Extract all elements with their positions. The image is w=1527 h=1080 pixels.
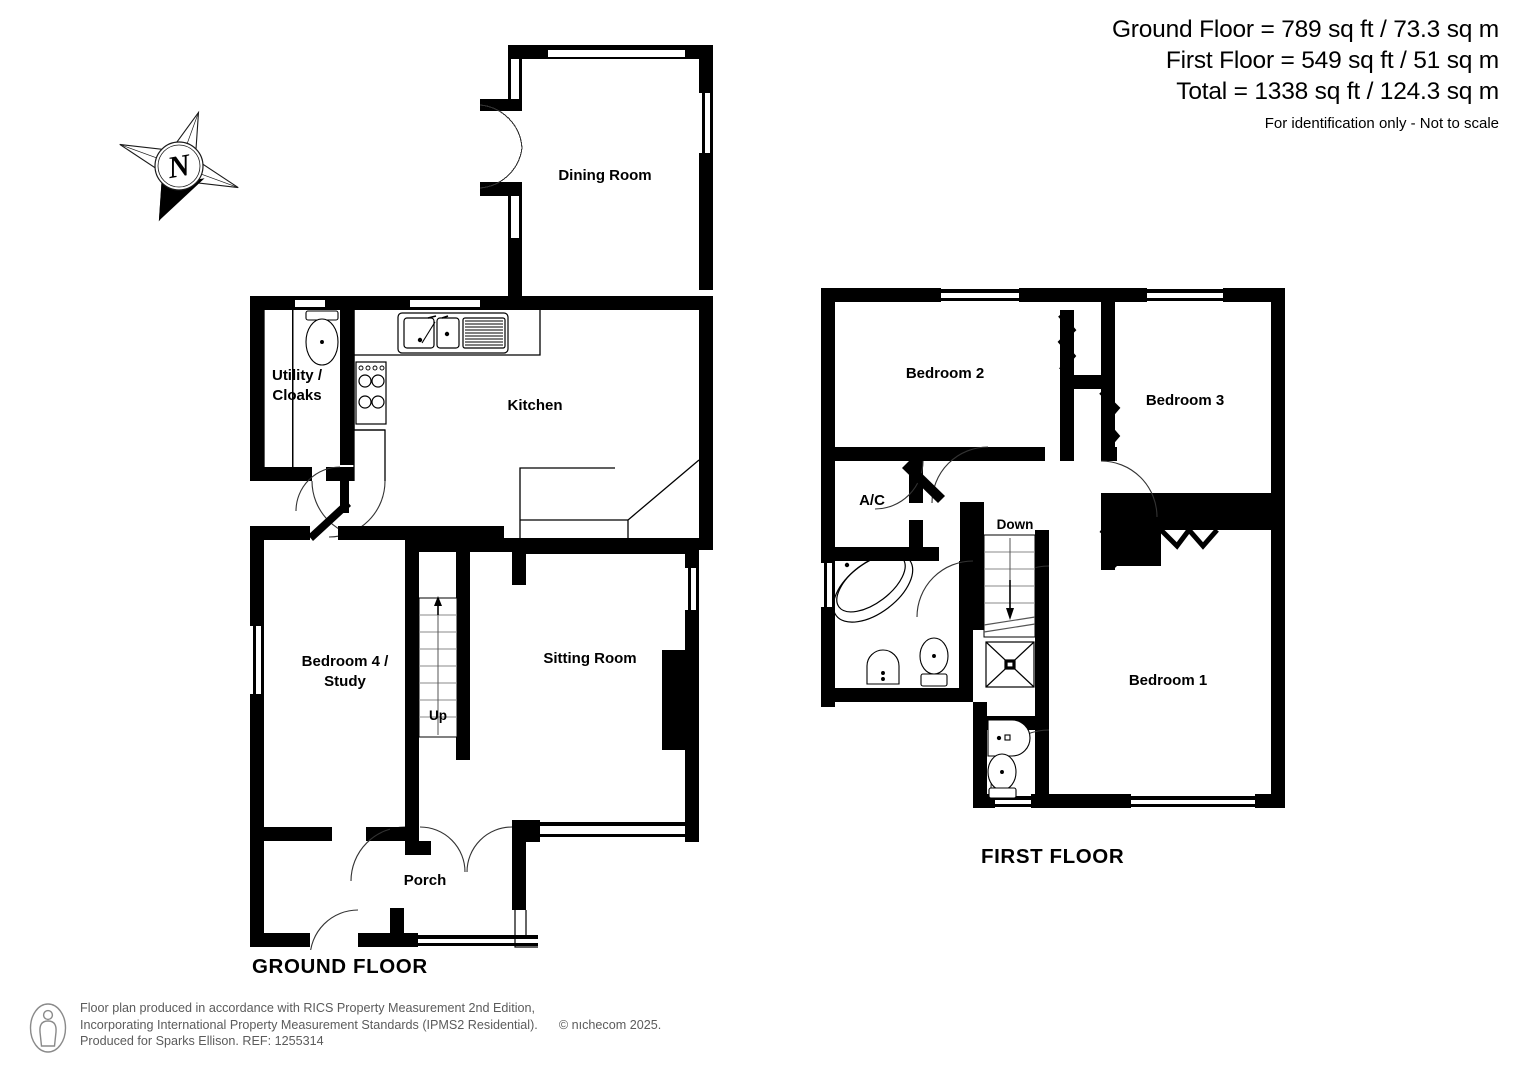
stair-down-label: Down [997, 517, 1034, 532]
bathroom-toilet-icon [919, 637, 949, 687]
total-area: Total = 1338 sq ft / 124.3 sq m [1176, 78, 1499, 105]
label-utility-cloaks-line1: Utility / [272, 367, 323, 384]
bathtub-icon [832, 553, 914, 623]
first-floor-plan: Bedroom 2 Bedroom 3 Bedroom 1 A/C Down [821, 288, 1285, 808]
label-dining-room: Dining Room [558, 167, 651, 184]
footer-line-1: Floor plan produced in accordance with R… [80, 1001, 536, 1015]
ground-floor-caption: GROUND FLOOR [252, 955, 428, 978]
ground-floor-area: Ground Floor = 789 sq ft / 73.3 sq m [1111, 16, 1499, 43]
cloakroom-toilet-icon [305, 310, 339, 366]
label-kitchen: Kitchen [507, 397, 562, 414]
footer: Floor plan produced in accordance with R… [28, 1000, 661, 1054]
label-airing-cupboard: A/C [859, 492, 885, 509]
label-bedroom-2: Bedroom 2 [906, 365, 984, 382]
bathroom-basin-icon [866, 649, 900, 685]
footer-copyright: © nıchecom 2025. [558, 1017, 662, 1032]
compass-rose: N [119, 110, 239, 222]
footer-line-3: Produced for Sparks Ellison. REF: 125531… [80, 1034, 324, 1049]
ensuite-toilet-icon [987, 753, 1017, 799]
ground-floor-staircase [418, 596, 458, 738]
label-bedroom-3: Bedroom 3 [1146, 392, 1224, 409]
scale-disclaimer: For identification only - Not to scale [1264, 115, 1499, 132]
ensuite-basin-icon [987, 719, 1031, 757]
label-bedroom4-study-line1: Bedroom 4 / [302, 653, 390, 670]
first-floor-caption: FIRST FLOOR [981, 845, 1125, 868]
first-floor-staircase [983, 534, 1036, 638]
area-summary: Ground Floor = 789 sq ft / 73.3 sq m Fir… [1112, 14, 1499, 135]
footer-line-2: Incorporating International Property Mea… [80, 1017, 538, 1032]
label-bedroom-1: Bedroom 1 [1129, 672, 1207, 689]
ground-floor-plan: Dining Room Kitchen Utility / Cloaks Bed… [250, 45, 713, 950]
first-floor-area: First Floor = 549 sq ft / 51 sq m [1165, 47, 1499, 74]
label-porch: Porch [404, 872, 447, 889]
stair-up-label: Up [429, 708, 447, 723]
shower-tray-icon [985, 641, 1035, 688]
kitchen-sink-icon [397, 312, 509, 354]
label-utility-cloaks-line2: Cloaks [272, 387, 321, 404]
accessibility-person-icon [29, 1003, 67, 1053]
label-bedroom4-study-line2: Study [324, 673, 366, 690]
label-sitting-room: Sitting Room [543, 650, 636, 667]
cooker-hob-icon [355, 361, 387, 425]
